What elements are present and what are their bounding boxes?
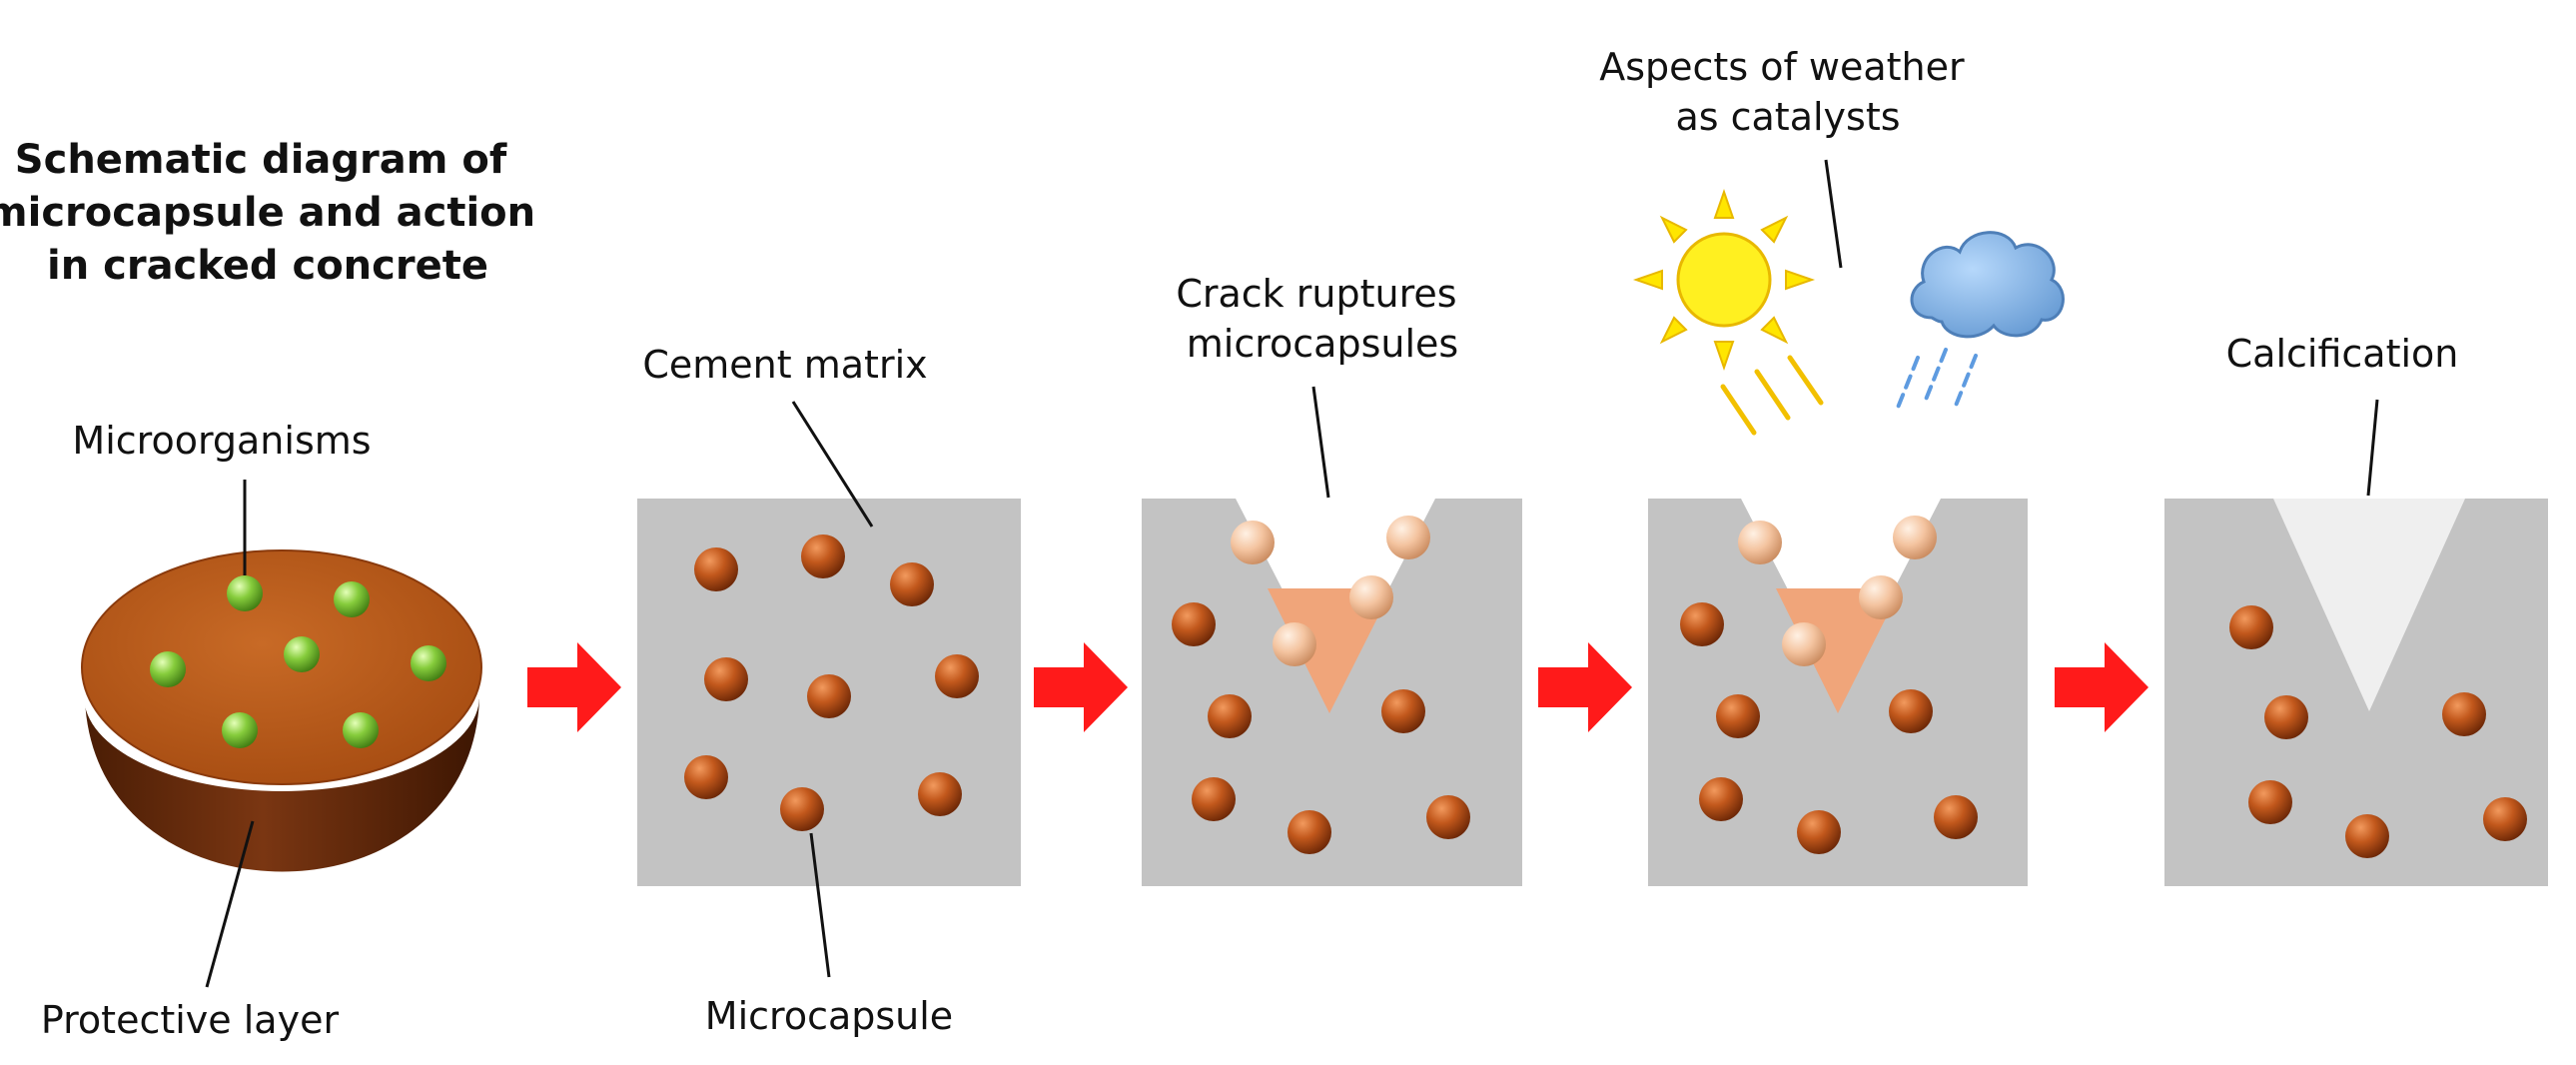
calcification-label: Calcification [2226,332,2459,376]
diagram-title: Schematic diagram of microcapsule and ac… [0,137,549,289]
microcapsule-sphere [1192,777,1236,821]
protective-layer-label: Protective layer [41,998,340,1042]
microcapsule-sphere [694,547,738,591]
red-arrow-icon [1034,642,1128,732]
microcapsule-sphere [807,674,851,718]
title-line-1: Schematic diagram of [15,137,507,183]
microcapsule-sphere [801,534,845,578]
crack-leader-line [1311,386,1330,499]
microcapsule-label: Microcapsule [705,994,953,1038]
microorganisms-label: Microorganisms [72,419,371,463]
sun-icon [1632,188,1816,372]
microcapsule-sphere [1172,602,1216,646]
crack-ruptures-label: Crack ruptures microcapsules [1176,272,1468,366]
microcapsules-group [2229,605,2527,858]
microcapsule-sphere [1680,602,1724,646]
ruptured-microcapsule [1349,575,1393,619]
microorganism [411,645,446,681]
microcapsule-sphere [2248,780,2292,824]
microcapsule-sphere [780,787,824,831]
title-line-3: in cracked concrete [47,243,488,289]
red-arrow-icon [527,642,621,732]
ruptured-microcapsules-group [1231,516,1430,666]
microorganism [227,575,263,611]
microcapsules-group [684,534,979,831]
ruptured-microcapsules-group [1738,516,1937,666]
microcapsule-sphere [2442,692,2486,736]
panel-weather-catalysts [1648,499,2028,886]
ruptured-microcapsule [1738,521,1782,564]
microorganism [334,581,370,617]
microcapsule-sphere [1716,694,1760,738]
title-line-2: microcapsule and action [0,190,535,236]
protective-layer-leader-line [205,820,255,988]
microcapsule-sphere [684,755,728,799]
weather-label-line-1: Aspects of weather [1599,45,1965,89]
calcite-filled-crack [2273,499,2465,711]
rain-cloud-icon [1896,231,2065,410]
microcapsule-sphere [2345,814,2389,858]
process-arrows [527,642,2148,732]
ruptured-microcapsule [1893,516,1937,559]
weather-leader-line [1824,159,1843,269]
sun-rays-lines [1720,355,1824,436]
cement-matrix-label: Cement matrix [642,343,927,387]
panel-cement-matrix [637,499,1021,886]
microorganism [343,712,379,748]
microcapsules-group [1680,602,1978,854]
microcapsule-sphere [2264,695,2308,739]
ruptured-microcapsule [1386,516,1430,559]
microcapsule-core [81,549,482,785]
weather-label: Aspects of weather as catalysts [1599,45,1977,139]
crack-label-line-1: Crack ruptures [1176,272,1456,316]
microcapsule-sphere [1381,689,1425,733]
crack-label-line-2: microcapsules [1187,322,1458,366]
microorganisms-group [150,575,446,748]
microcapsule-sphere [2483,797,2527,841]
microcapsule-sphere [1797,810,1841,854]
microorganism [284,636,320,672]
ruptured-microcapsule [1231,521,1275,564]
microcapsule-sphere [2229,605,2273,649]
microorganism [150,651,186,687]
microcapsule-sphere [1889,689,1933,733]
ruptured-microcapsule [1782,622,1826,666]
microcapsules-group [1172,602,1470,854]
crack-healing-fluid [1776,588,1901,713]
panel-crack-ruptures [1142,499,1522,886]
red-arrow-icon [1538,642,1632,732]
crack-healing-fluid [1268,588,1392,713]
microcapsule-leader-line [809,832,831,978]
microcapsule-sphere [935,654,979,698]
microcapsule-sphere [704,657,748,701]
weather-label-line-2: as catalysts [1675,95,1900,139]
cement-matrix-leader-line [791,401,874,528]
microcapsule-sphere [1699,777,1743,821]
microcapsule-sphere [890,562,934,606]
microcapsule-cross-section [81,549,482,872]
microcapsule-sphere [1288,810,1331,854]
ruptured-microcapsule [1859,575,1903,619]
ruptured-microcapsule [1273,622,1316,666]
calcification-leader-line [2366,399,2379,497]
microcapsule-sphere [1208,694,1252,738]
red-arrow-icon [2055,642,2148,732]
panel-calcification [2164,499,2548,886]
microcapsule-sphere [1426,795,1470,839]
microcapsule-sphere [1934,795,1978,839]
microcapsule-sphere [918,772,962,816]
microorganism [222,712,258,748]
